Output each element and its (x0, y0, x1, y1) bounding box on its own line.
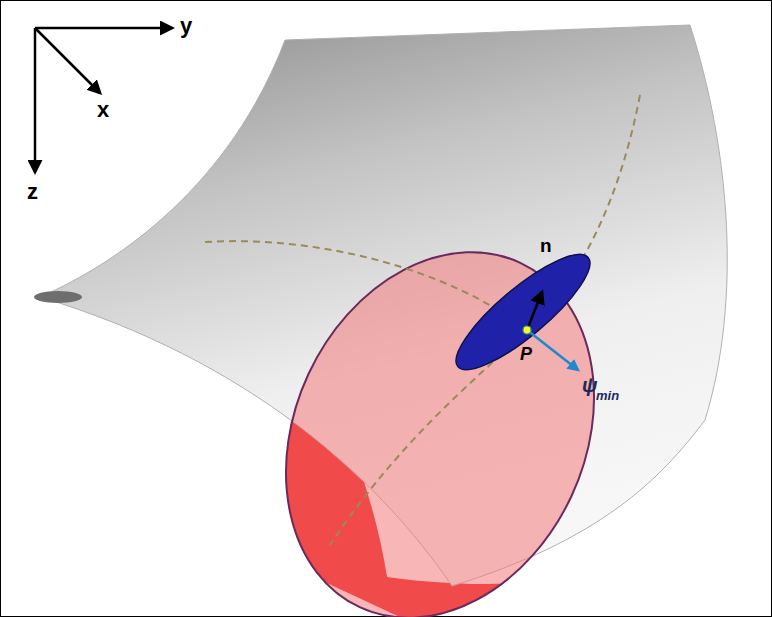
vector-label: n (540, 236, 552, 257)
red-disc-outline (228, 202, 651, 617)
vector-label: ψ (582, 374, 597, 396)
direction-vector (527, 330, 578, 370)
z-axis (34, 28, 37, 172)
point-label: P (520, 345, 532, 365)
curvature-line (330, 95, 640, 545)
axis-label: x (97, 98, 109, 122)
subscript-label: min (596, 389, 619, 403)
y-axis (35, 27, 172, 30)
blue-tangent-disc (442, 239, 603, 385)
normal-vector (527, 292, 542, 330)
surface-edge-shadow (34, 291, 82, 303)
x-axis (35, 28, 100, 93)
axis-triad (35, 28, 172, 172)
red-disc-upper (228, 202, 651, 617)
axis-label: y (180, 14, 192, 38)
axis-label: z (27, 180, 38, 204)
curvature-line (205, 241, 527, 330)
point-marker (523, 326, 531, 334)
